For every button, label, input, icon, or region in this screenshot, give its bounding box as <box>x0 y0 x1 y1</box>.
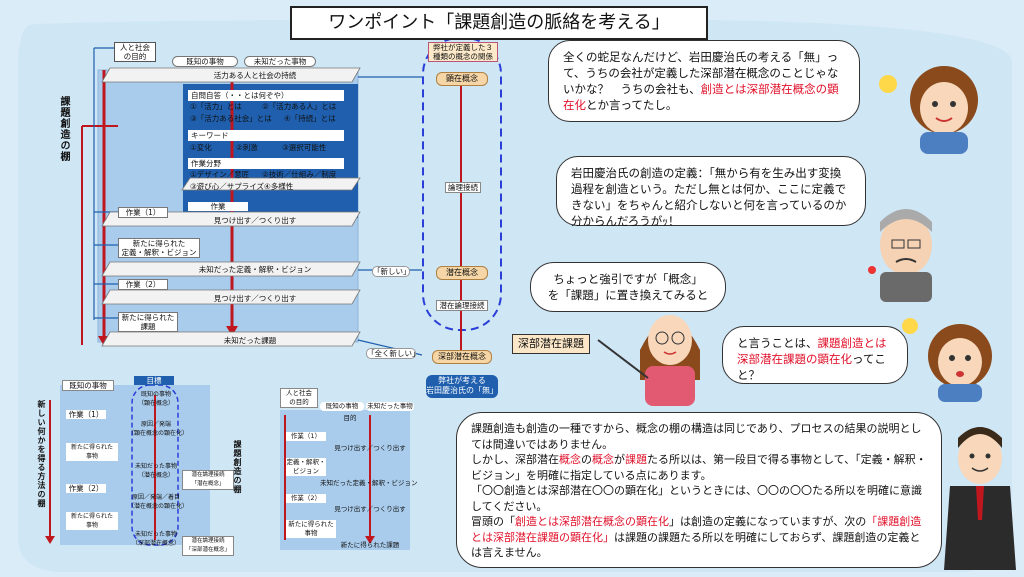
mini-right-unknown: 未知だった事物 <box>366 402 414 411</box>
activity-top: 活力ある人と社会の持続 <box>213 71 297 80</box>
sq2: ②「活力ある人」とは <box>262 102 337 111</box>
work1-label: 作業（1） <box>118 207 168 218</box>
mini-left-work1: 作業（1） <box>66 410 106 419</box>
find1: 見つけ出す／つくり出す <box>213 216 297 225</box>
company-concept-box: 弊社が定義した３ 種類の概念の関係 <box>428 42 498 62</box>
wf1: ①デザイン／意匠 <box>190 170 250 179</box>
mini-right-known: 既知の事物 <box>320 402 364 411</box>
boss-text-d: たる所以は、第一段目で得る事物として、「定義・解釈・ビジョン」を明確に指定してい… <box>471 453 927 482</box>
apparent-concept: 顕在概念 <box>436 72 488 86</box>
girl1-line-1: 全くの蛇足なんだけど、岩田慶治氏の考える「無」 <box>563 50 827 64</box>
kw3: ③選択可能性 <box>282 143 327 152</box>
girl2-text-2: ってこと？ <box>737 352 886 382</box>
company-mu: 弊社が考える 岩田慶治氏の「無」 <box>426 375 498 398</box>
man-text: 岩田慶治氏の創造の定義：「無から有を生み出す変換過程を創造という。ただし無とは何… <box>571 166 847 228</box>
boss-text-a: しかし、深部潜在 <box>471 453 559 466</box>
navy-block <box>183 84 358 218</box>
bubble-man: 岩田慶治氏の創造の定義：「無から有を生み出す変換過程を創造という。ただし無とは何… <box>556 156 866 228</box>
mini-left-top: 目標 <box>134 376 174 385</box>
bubble-girl-1: 全くの蛇足なんだけど、岩田慶治氏の考える「無」って、うちの会社が定義した深部潜在… <box>548 40 860 122</box>
mini-left-new2: 新たに得られた 事物 <box>66 512 118 530</box>
mini-right-purpose: 人と社会 の目的 <box>280 388 318 408</box>
vertical-label: 課題創造の棚 <box>58 96 69 162</box>
keyword-title: キーワード <box>188 130 344 141</box>
boss-red-4: 創造とは深部潜在概念の顕在化 <box>515 515 669 528</box>
wf2: ②技術／仕組み／制度 <box>262 170 337 179</box>
mini-left-row4: 原因／発端／着目 （潜在概念の顕在化） <box>128 494 189 510</box>
unknown-label: 未知だった事物 <box>244 56 316 67</box>
deep-latent-concept: 深部潜在概念 <box>432 350 492 364</box>
mini-left-logic1: 潜在論理接続 「潜在概念」 <box>182 470 234 490</box>
boss-red-3: 課題 <box>625 453 647 466</box>
kw2: ②刺激 <box>236 143 258 152</box>
boss-text-g: は課題の課題たる所以を明確にしておらず、課題創造の定義とは言えません。 <box>471 530 921 560</box>
all-new-quote: 「全く新しい」 <box>366 348 420 359</box>
new-task: 新たに得られた 課題 <box>118 312 178 332</box>
known-label: 既知の事物 <box>172 56 238 67</box>
unknown-task: 未知だった課題 <box>223 336 277 345</box>
boss-text-f: 」は創造の定義になっていますが、次の <box>669 515 867 528</box>
girl1-line-2: って、うちの会社が定義した深部潜在概念のことじゃないかな？ うちの会社も、 <box>563 50 839 96</box>
kw1: ①変化 <box>190 143 212 152</box>
girl2-highlight-1: 課題創造とは <box>817 336 887 350</box>
sq3: ③「活力ある社会」とは <box>190 114 272 123</box>
mini-right-work1: 作業（1） <box>286 432 326 441</box>
mini-right-find2: 見つけ出す／つくり出す <box>334 505 406 513</box>
teacher-line-1: ちょっと強引ですが「概念」 <box>553 272 703 286</box>
mini-right-def: 定義・解釈・ ビジョン <box>286 458 326 476</box>
mini-right-unknown-def: 未知だった定義・解釈・ビジョン <box>320 479 418 487</box>
purpose-box: 人と社会 の目的 <box>114 42 156 62</box>
girl2-highlight-2: 深部潜在課題の顕在化 <box>737 352 852 366</box>
mini-left-work2: 作業（2） <box>66 484 106 493</box>
boss-para-1: 課題創造も創造の一種ですから、概念の棚の構造は同じであり、プロセスの結果の説明と… <box>471 422 922 451</box>
mini-left-known: 既知の事物 <box>62 380 114 391</box>
self-question-title: 自問自答（・・とは何ぞや） <box>188 90 344 101</box>
page-title: ワンポイント「課題創造の脈絡を考える」 <box>290 6 708 40</box>
mini-right-top: 目的 <box>343 414 357 422</box>
logic-connection: 論理接続 <box>445 182 481 193</box>
find2: 見つけ出す／つくり出す <box>213 294 297 303</box>
mini-left-vertical-label: 新しい何かを得る方法の棚 <box>37 400 46 508</box>
work2-label: 作業（2） <box>118 279 168 290</box>
bubble-teacher: ちょっと強引ですが「概念」を「課題」に置き換えてみると <box>530 262 726 312</box>
unknown-def: 未知だった定義・解釈・ビジョン <box>198 265 312 274</box>
boss-text-c: が <box>614 453 625 466</box>
boss-red-2: 概念 <box>592 453 614 466</box>
sq1: ①「活力」とは <box>190 102 242 111</box>
girl1-highlight: 創造とは深部潜在概念の顕在化 <box>563 82 839 112</box>
boss-red-1: 概念 <box>559 453 581 466</box>
bubble-girl-2: と言うことは、課題創造とは深部潜在課題の顕在化ってこと？ <box>722 326 908 384</box>
mini-right-vertical-label: 課題創造の棚 <box>233 440 242 494</box>
latent-logic: 潜在論理接続 <box>436 300 488 311</box>
wf4: ④多様性 <box>264 182 294 191</box>
work-label: 作業 <box>188 202 248 211</box>
teacher-line-2: を「課題」に置き換えてみると <box>547 288 709 302</box>
work-field-title: 作業分野 <box>188 158 344 169</box>
mini-right-bottom: 新たに得られた課題 <box>340 541 400 549</box>
boss-para-3: 「〇〇創造とは深部潜在〇〇の顕在化」というときには、〇〇の〇〇たる所以を明確に意… <box>471 484 922 513</box>
mini-left-row1: 既知の事物 （顕在概念） <box>137 391 174 407</box>
boss-text-e: 冒頭の「 <box>471 515 515 528</box>
wf3: ③遊び心／サプライズ <box>190 182 264 191</box>
mini-left-new1: 新たに得られた 事物 <box>66 443 118 461</box>
mini-left-logic2: 潜在論理接続 「深部潜在概念」 <box>182 536 234 556</box>
sq4: ④「持続」とは <box>284 114 336 123</box>
bubble-boss: 課題創造も創造の一種ですから、概念の棚の構造は同じであり、プロセスの結果の説明と… <box>456 412 942 568</box>
mini-right-find1: 見つけ出す／つくり出す <box>334 444 406 452</box>
mini-left-row3: 未知だった事物 （潜在概念） <box>134 463 177 479</box>
new-quote: 「新しい」 <box>372 266 411 277</box>
girl1-line-3: とか言ってたし。 <box>586 98 678 112</box>
boss-red-5: 「課題創造とは深部潜在課題の顕在化」 <box>471 515 922 544</box>
new-def: 新たに得られた 定義・解釈・ビジョン <box>118 238 200 258</box>
girl2-text-1: と言うことは、 <box>737 336 818 350</box>
boss-text-b: の <box>581 453 592 466</box>
mini-right-new-task: 新たに得られた 事物 <box>286 520 336 538</box>
deep-latent-task: 深部潜在課題 <box>512 334 590 354</box>
latent-concept: 潜在概念 <box>436 266 488 280</box>
mini-left-row5: 未知だった事物 （深部潜在概念） <box>131 531 180 547</box>
mini-left-row2: 原因／発端 （顕在概念の顕在化） <box>128 421 189 437</box>
mini-right-work2: 作業（2） <box>286 494 326 503</box>
